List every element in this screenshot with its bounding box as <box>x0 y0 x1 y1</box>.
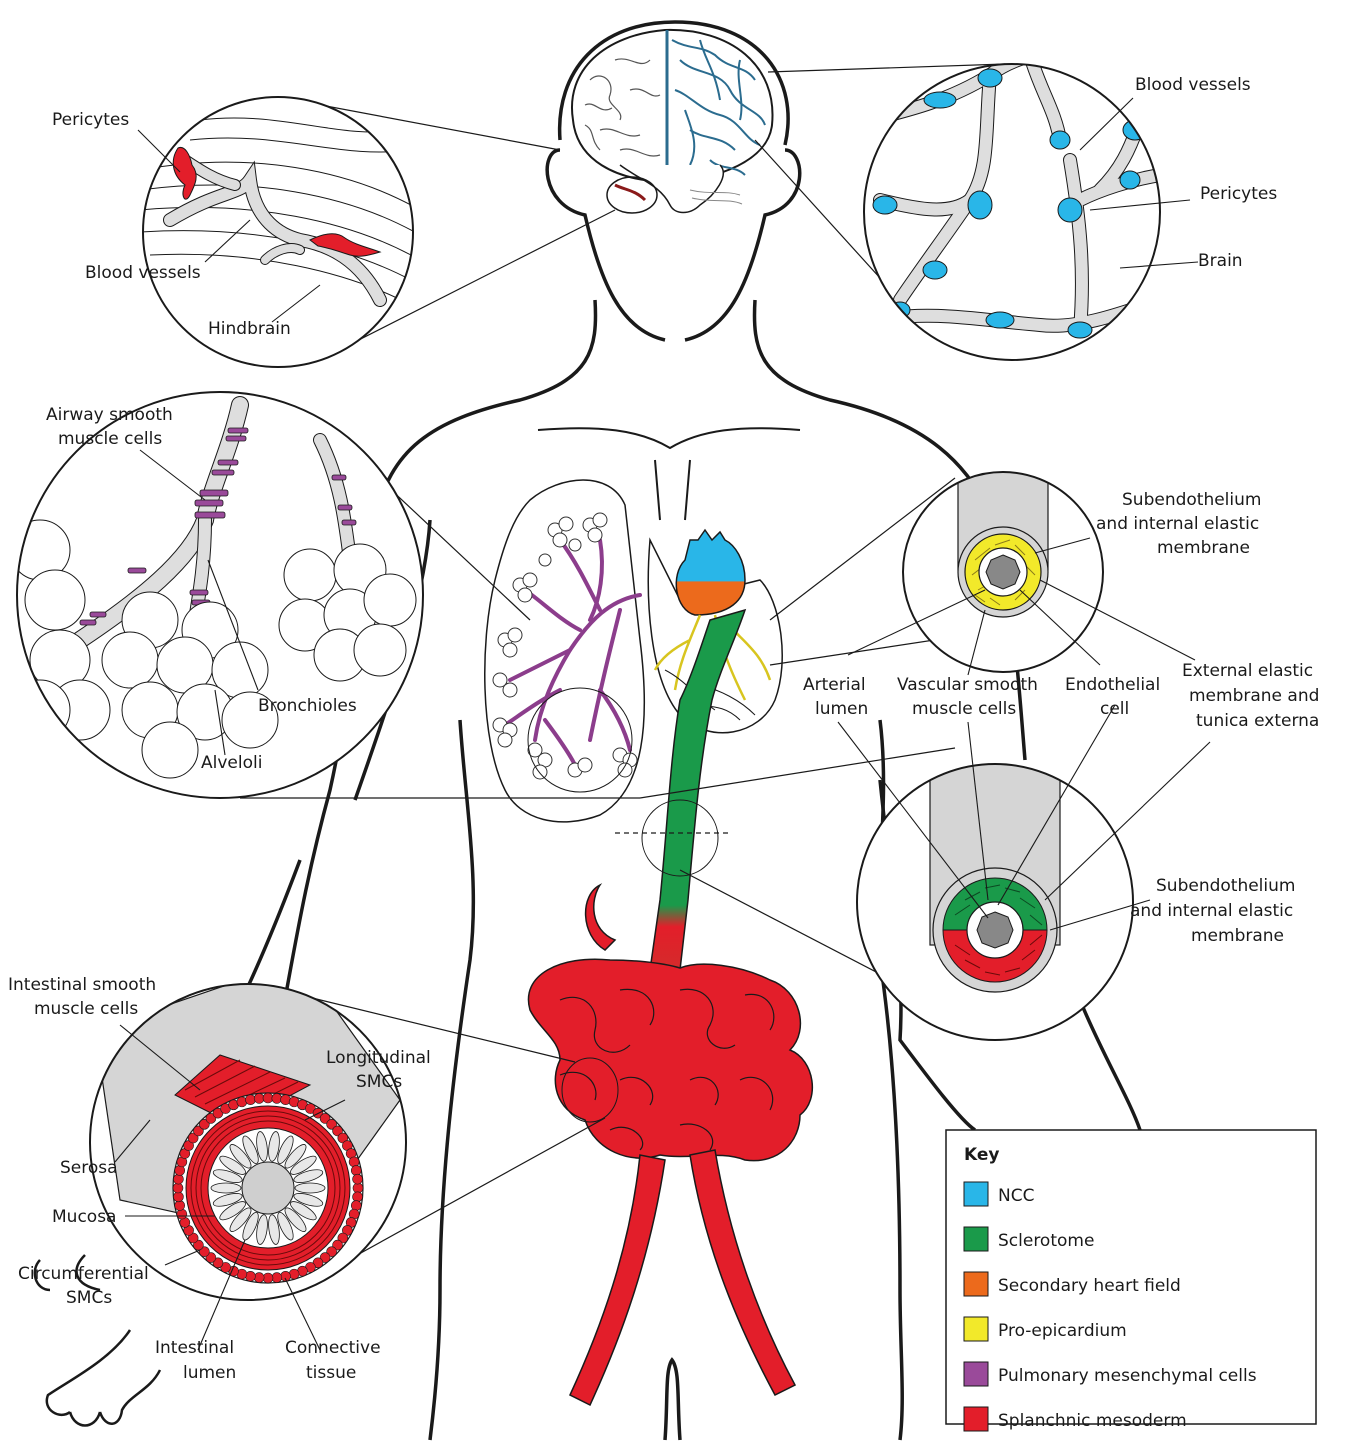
legend-swatch <box>964 1182 988 1206</box>
legend-label: NCC <box>998 1186 1034 1206</box>
label-mucosa: Mucosa <box>52 1207 116 1227</box>
label-arterial-1: Arterial <box>803 675 866 695</box>
label-connective-2: tissue <box>306 1363 356 1383</box>
legend-swatch <box>964 1362 988 1386</box>
label-external-3: tunica externa <box>1196 711 1319 731</box>
legend-swatch <box>964 1407 988 1431</box>
label-arterial-2: lumen <box>815 699 868 719</box>
legend-title: Key <box>964 1145 1000 1165</box>
label-subendo-top-1: Subendothelium <box>1122 490 1261 510</box>
label-hindbrain: Hindbrain <box>208 319 291 339</box>
legend-label: Pro-epicardium <box>998 1321 1127 1341</box>
label-external-2: membrane and <box>1189 686 1319 706</box>
label-subendo-bot-3: membrane <box>1191 926 1284 946</box>
legend-label: Sclerotome <box>998 1231 1094 1251</box>
label-serosa: Serosa <box>60 1158 118 1178</box>
label-hindbrain-vessels: Blood vessels <box>85 263 201 283</box>
label-subendo-top-2: and internal elastic <box>1096 514 1259 534</box>
label-subendo-top-3: membrane <box>1157 538 1250 558</box>
label-intestinal-lumen-2: lumen <box>183 1363 236 1383</box>
legend-swatch <box>964 1227 988 1251</box>
label-airway-smc-2: muscle cells <box>58 429 162 449</box>
brain-illustration <box>572 30 773 213</box>
legend-swatch <box>964 1272 988 1296</box>
label-vsmc-2: muscle cells <box>912 699 1016 719</box>
label-intestinal-lumen-1: Intestinal <box>155 1338 234 1358</box>
artery-sclerotome-callout <box>857 745 1133 1040</box>
label-subendo-bot-1: Subendothelium <box>1156 876 1295 896</box>
lung-illustration <box>485 480 782 822</box>
label-alveoli: Alveloli <box>201 753 262 773</box>
label-brain-vessels: Blood vessels <box>1135 75 1251 95</box>
label-vsmc-1: Vascular smooth <box>897 675 1038 695</box>
label-brain: Brain <box>1198 251 1243 271</box>
legend-swatch <box>964 1317 988 1341</box>
label-connective-1: Connective <box>285 1338 381 1358</box>
label-circumferential-2: SMCs <box>66 1288 112 1308</box>
label-brain-pericytes: Pericytes <box>1200 184 1277 204</box>
label-hindbrain-pericytes: Pericytes <box>52 110 129 130</box>
label-subendo-bot-2: and internal elastic <box>1130 901 1293 921</box>
label-circumferential-1: Circumferential <box>18 1264 149 1284</box>
label-ismc-1: Intestinal smooth <box>8 975 156 995</box>
label-longitudinal-1: Longitudinal <box>326 1048 431 1068</box>
brain-vessels-callout <box>864 47 1160 360</box>
label-longitudinal-2: SMCs <box>356 1072 402 1092</box>
label-airway-smc-1: Airway smooth <box>46 405 173 425</box>
legend-label: Pulmonary mesenchymal cells <box>998 1366 1257 1386</box>
legend-label: Secondary heart field <box>998 1276 1181 1296</box>
label-external-1: External elastic <box>1182 661 1313 681</box>
label-endo-1: Endothelial <box>1065 675 1160 695</box>
label-ismc-2: muscle cells <box>34 999 138 1019</box>
label-endo-2: cell <box>1100 699 1129 719</box>
airway-callout <box>10 392 423 798</box>
label-bronchioles: Bronchioles <box>258 696 357 716</box>
legend-label: Splanchnic mesoderm <box>998 1411 1187 1431</box>
